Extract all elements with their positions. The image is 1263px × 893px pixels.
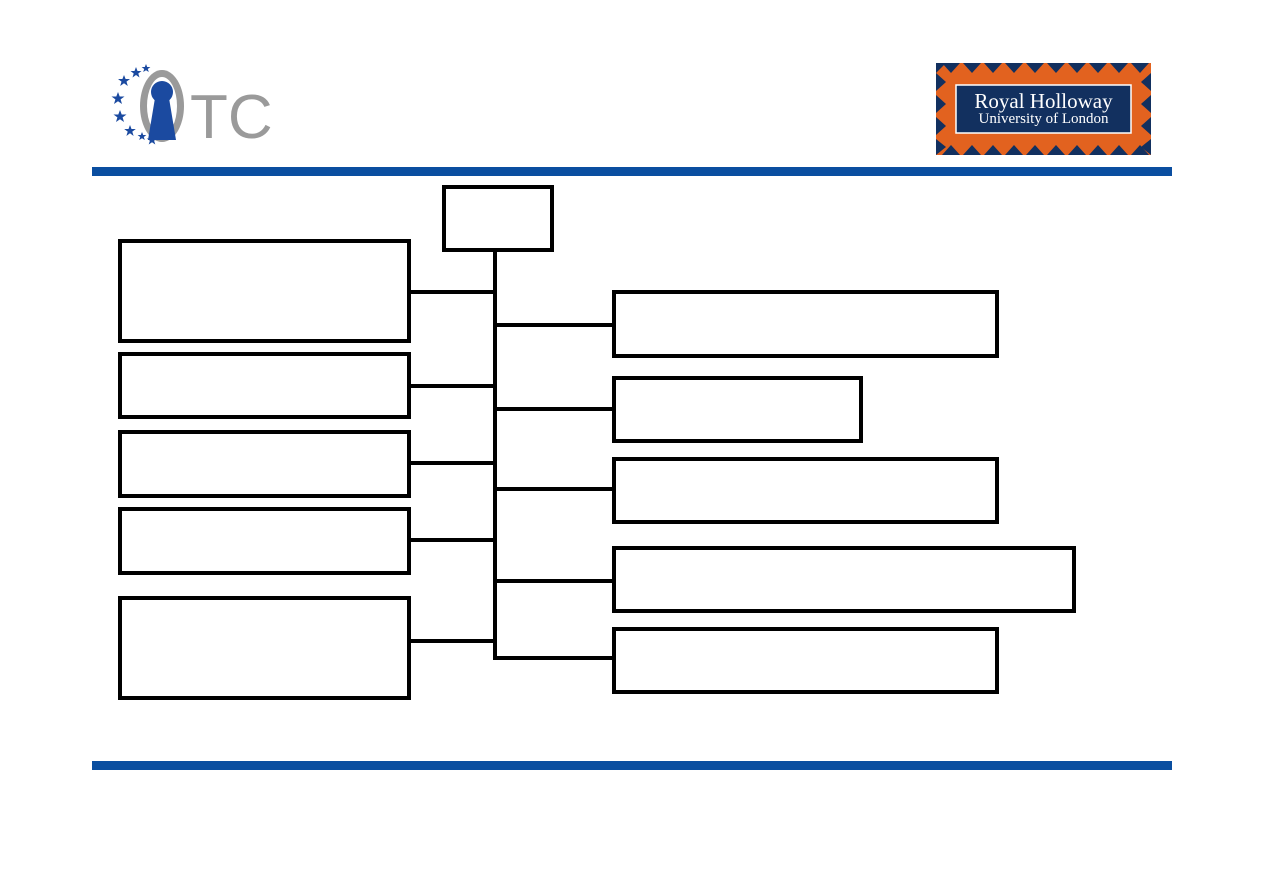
right-node-3 <box>612 457 999 524</box>
royal-holloway-logo: Royal Holloway University of London <box>936 63 1151 155</box>
left-node-4 <box>118 507 411 575</box>
root-node <box>442 185 554 252</box>
keyhole-stars-icon: TC <box>111 64 273 148</box>
right-node-4 <box>612 546 1076 613</box>
right-node-2 <box>612 376 863 443</box>
zigzag-border-icon <box>936 63 1151 155</box>
bottom-divider <box>92 761 1172 770</box>
right-node-1 <box>612 290 999 358</box>
right-node-5 <box>612 627 999 694</box>
left-node-3 <box>118 430 411 498</box>
top-divider <box>92 167 1172 176</box>
left-node-1 <box>118 239 411 343</box>
rh-line1: Royal Holloway <box>974 89 1113 114</box>
royal-holloway-wordmark: Royal Holloway University of London <box>956 87 1131 131</box>
otc-logo-text: TC <box>190 83 273 148</box>
left-node-2 <box>118 352 411 419</box>
otc-logo: TC <box>106 64 286 148</box>
connector-lines <box>409 251 614 660</box>
rh-line2: University of London <box>978 111 1109 128</box>
left-node-5 <box>118 596 411 700</box>
